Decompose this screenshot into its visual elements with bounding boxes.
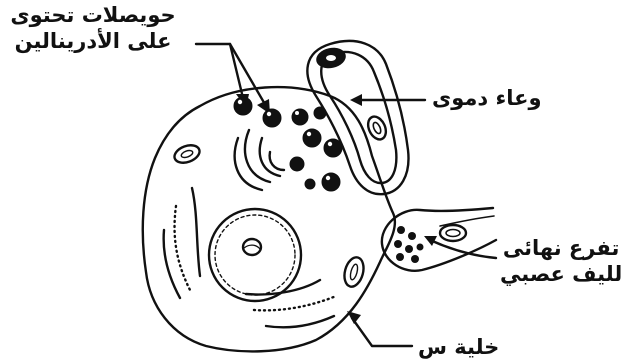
label-nerve-terminal: تفرع نهائى لليف عصبي [500,235,622,288]
arrowhead-blood-vessel [350,94,362,106]
er-strand-4 [246,280,320,294]
adrenaline-vesicle [263,109,281,127]
adrenaline-vesicle [305,179,315,189]
vessel-small-oval-inner [372,121,383,134]
label-vesicles: حويصلات تحتوى على الأدرينالين [8,2,178,55]
er-strand-2 [192,188,200,276]
vesicle-highlight [295,111,299,115]
arrowhead-cell [347,311,361,324]
nerve-vesicle [411,255,419,263]
label-vesicles-line1: حويصلات تحتوى [8,2,178,28]
adrenaline-vesicle [324,139,342,157]
nerve-vesicle [417,244,424,251]
vesicle-highlight [326,176,330,180]
adrenaline-vesicle [303,129,321,147]
label-cell-x: خلية س [418,334,499,360]
adrenaline-vesicle [322,173,340,191]
golgi-curve-2 [245,130,270,182]
adrenaline-vesicle [290,157,304,171]
nucleolus-crease [244,245,260,249]
nerve-terminal-outline [382,208,496,271]
red-blood-cell-center [326,55,336,61]
adrenaline-vesicle [292,109,308,125]
nerve-terminal-oval-outer [440,225,466,241]
vesicle-highlight [307,132,311,136]
vesicle-highlight [238,100,242,104]
golgi-curve-4 [270,152,284,170]
nerve-vesicle [408,232,416,240]
nerve-vesicle [396,253,404,261]
pointer-cell [352,318,412,346]
small-vesicle-right-inner [349,263,359,280]
vesicle-highlight [267,112,271,116]
label-nerve-line2: لليف عصبي [500,261,622,287]
blood-vessel-inner-wall [321,52,396,183]
label-nerve-line1: تفرع نهائى [500,235,622,261]
vesicle-highlight [328,142,332,146]
er-strand-6 [266,316,334,327]
adrenaline-vesicle [314,107,326,119]
er-strand-5 [254,296,336,310]
label-vesicles-line2: على الأدرينالين [8,28,178,54]
nerve-vesicle [394,240,402,248]
adrenaline-vesicle [234,97,252,115]
small-vesicle-left-inner [180,149,193,159]
label-blood-vessel: وعاء دموى [432,85,542,111]
er-strand-3 [164,230,180,298]
vessel-small-oval-outer [365,114,390,143]
nerve-terminal-oval-inner [446,230,460,237]
small-vesicle-left [172,142,202,166]
nerve-vesicle [405,245,413,253]
er-strand-1 [175,206,190,290]
small-vesicle-right [341,255,366,289]
nerve-vesicle [397,226,405,234]
